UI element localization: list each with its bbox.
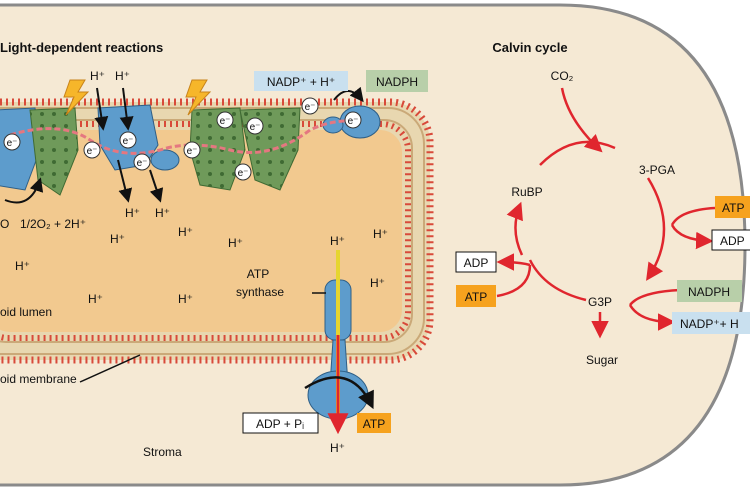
electron-icon: e⁻ [119, 131, 137, 149]
svg-text:e⁻: e⁻ [238, 168, 249, 179]
h-plus-label: H⁺ [178, 292, 193, 306]
atp-box [357, 413, 391, 433]
light-reactions-title: Light-dependent reactions [0, 40, 163, 55]
electron-icon: e⁻ [133, 153, 151, 171]
atp-label: ATP [363, 417, 385, 431]
stroma-label: Stroma [143, 445, 182, 459]
electron-icon: e⁻ [301, 97, 319, 115]
calvin-atp-label: ATP [465, 290, 487, 304]
lumen-label: oid lumen [0, 305, 52, 319]
proton-arrows [4, 86, 364, 204]
electron-icon: e⁻ [183, 141, 201, 159]
water-products: 1/2O₂ + 2H⁺ [20, 217, 86, 231]
nadph-label: NADPH [376, 75, 418, 89]
calvin-nadp-h-label: NADP⁺+ H [680, 317, 739, 331]
calvin-adp-right-box [711, 229, 750, 251]
sugar-label: Sugar [586, 353, 618, 367]
h-plus-label: H⁺ [330, 441, 345, 455]
calvin-atp-right-label: ATP [722, 201, 744, 215]
h-plus-label: H⁺ [125, 206, 140, 220]
svg-text:e⁻: e⁻ [137, 158, 148, 169]
svg-text:e⁻: e⁻ [348, 116, 359, 127]
h-plus-label: H⁺ [178, 225, 193, 239]
svg-text:e⁻: e⁻ [305, 102, 316, 113]
photosystem-i [189, 107, 301, 191]
calvin-nadph-label: NADPH [688, 285, 730, 299]
svg-text:e⁻: e⁻ [250, 122, 261, 133]
calvin-adp-right-label: ADP [720, 234, 745, 248]
nadp-h-label: NADP⁺ + H⁺ [267, 75, 335, 89]
svg-text:e⁻: e⁻ [7, 138, 18, 149]
calvin-nadph-box [677, 280, 742, 302]
h-plus-label: H⁺ [88, 292, 103, 306]
calvin-adp-label: ADP [464, 256, 489, 270]
light-bolt-icon [185, 79, 212, 116]
electron-icon: e⁻ [3, 133, 21, 151]
atp-synthase-complex [304, 250, 374, 435]
nadp-h-box [254, 71, 348, 91]
svg-text:e⁻: e⁻ [87, 146, 98, 157]
electron-icon: e⁻ [216, 111, 234, 129]
calvin-atp-right-box [715, 196, 750, 218]
h-plus-label: H⁺ [155, 206, 170, 220]
atp-synthase-label-2: synthase [236, 285, 284, 299]
adp-pi-label: ADP + Pᵢ [256, 417, 304, 431]
co2-label: CO₂ [551, 69, 574, 83]
pga-label: 3-PGA [639, 163, 675, 177]
h-plus-label: H⁺ [373, 227, 388, 241]
svg-text:e⁻: e⁻ [123, 136, 134, 147]
calvin-title: Calvin cycle [492, 40, 567, 55]
calvin-nadp-h-box [672, 312, 750, 334]
light-bolt-icon [63, 79, 90, 116]
g3p-label: G3P [588, 295, 612, 309]
h-plus-label: H⁺ [110, 232, 125, 246]
electron-icon: e⁻ [83, 141, 101, 159]
electron-icon: e⁻ [246, 117, 264, 135]
electron-markers: e⁻ e⁻ e⁻ e⁻ e⁻ e⁻ e⁻ e⁻ e⁻ e⁻ [3, 97, 362, 181]
membrane-label: oid membrane [0, 372, 77, 386]
h-plus-label: H⁺ [330, 234, 345, 248]
water-fragment: O [0, 217, 9, 231]
electron-icon: e⁻ [344, 111, 362, 129]
svg-text:e⁻: e⁻ [220, 116, 231, 127]
h-plus-label: H⁺ [115, 69, 130, 83]
h-plus-label: H⁺ [90, 69, 105, 83]
adp-pi-box [242, 412, 319, 434]
calvin-cycle-arrows [496, 87, 716, 339]
svg-text:e⁻: e⁻ [187, 146, 198, 157]
h-plus-label: H⁺ [228, 236, 243, 250]
nadph-box [366, 70, 428, 92]
calvin-adp-box [455, 251, 497, 273]
calvin-atp-box [456, 285, 496, 307]
thylakoid-lumen [0, 130, 402, 332]
electron-icon: e⁻ [234, 163, 252, 181]
atp-synthase-label-1: ATP [247, 267, 269, 281]
h-plus-label: H⁺ [370, 276, 385, 290]
rubp-label: RuBP [511, 185, 542, 199]
h-plus-label: H⁺ [15, 259, 30, 273]
